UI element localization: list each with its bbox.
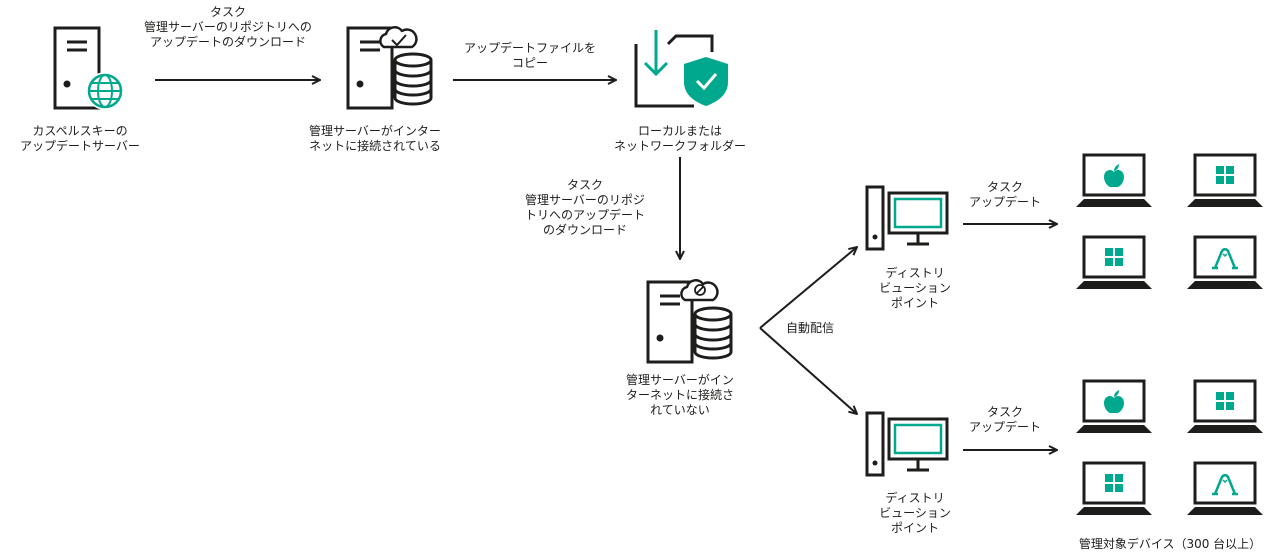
admin-server-cloud-blocked-icon: [646, 279, 733, 364]
device-linux-icon: [1185, 235, 1265, 291]
server-not-connected-label: 管理サーバーがイン ターネットに接続さ れていない: [625, 373, 734, 417]
server-connected-label: 管理サーバーがインター ネットに接続されている: [309, 124, 441, 153]
distribution-point-2-label: ディストリ ビューション ポイント: [879, 491, 951, 535]
copy-update-files-label: アップデートファイルを コピー: [463, 41, 596, 70]
arrow-to-distribution-point-1: [759, 247, 857, 329]
device-windows-icon: [1074, 461, 1154, 517]
arrow-to-distribution-point-2: [759, 327, 857, 414]
managed-devices-label: 管理対象デバイス（300 台以上）: [1078, 537, 1262, 551]
distribution-point-1-label: ディストリ ビューション ポイント: [879, 266, 951, 310]
device-windows-icon: [1074, 235, 1154, 291]
folder-download-shield-icon: [634, 30, 728, 108]
device-mac-icon: [1074, 379, 1154, 435]
local-network-folder-label: ローカルまたは ネットワークフォルダー: [613, 124, 746, 153]
device-mac-icon: [1074, 153, 1154, 209]
task-update-2-label: タスク アップデート: [968, 405, 1041, 434]
update-server-icon: [53, 26, 124, 110]
device-windows-icon: [1185, 379, 1265, 435]
admin-server-cloud-check-icon: [346, 26, 433, 110]
kaspersky-update-server-label: カスペルスキーの アップデートサーバー: [20, 124, 140, 153]
device-linux-icon: [1185, 461, 1265, 517]
task-download-middle-label: タスク 管理サーバーのリポジ トリへのアップデート のダウンロード: [524, 178, 645, 237]
device-windows-icon: [1185, 153, 1265, 209]
distribution-point-1-icon: [865, 185, 949, 251]
distribution-point-2-icon: [865, 411, 949, 477]
task-download-top-label: タスク 管理サーバーのリポジトリへの アップデートのダウンロード: [144, 5, 312, 49]
task-update-1-label: タスク アップデート: [968, 180, 1041, 209]
auto-distribution-label: 自動配信: [785, 321, 834, 335]
